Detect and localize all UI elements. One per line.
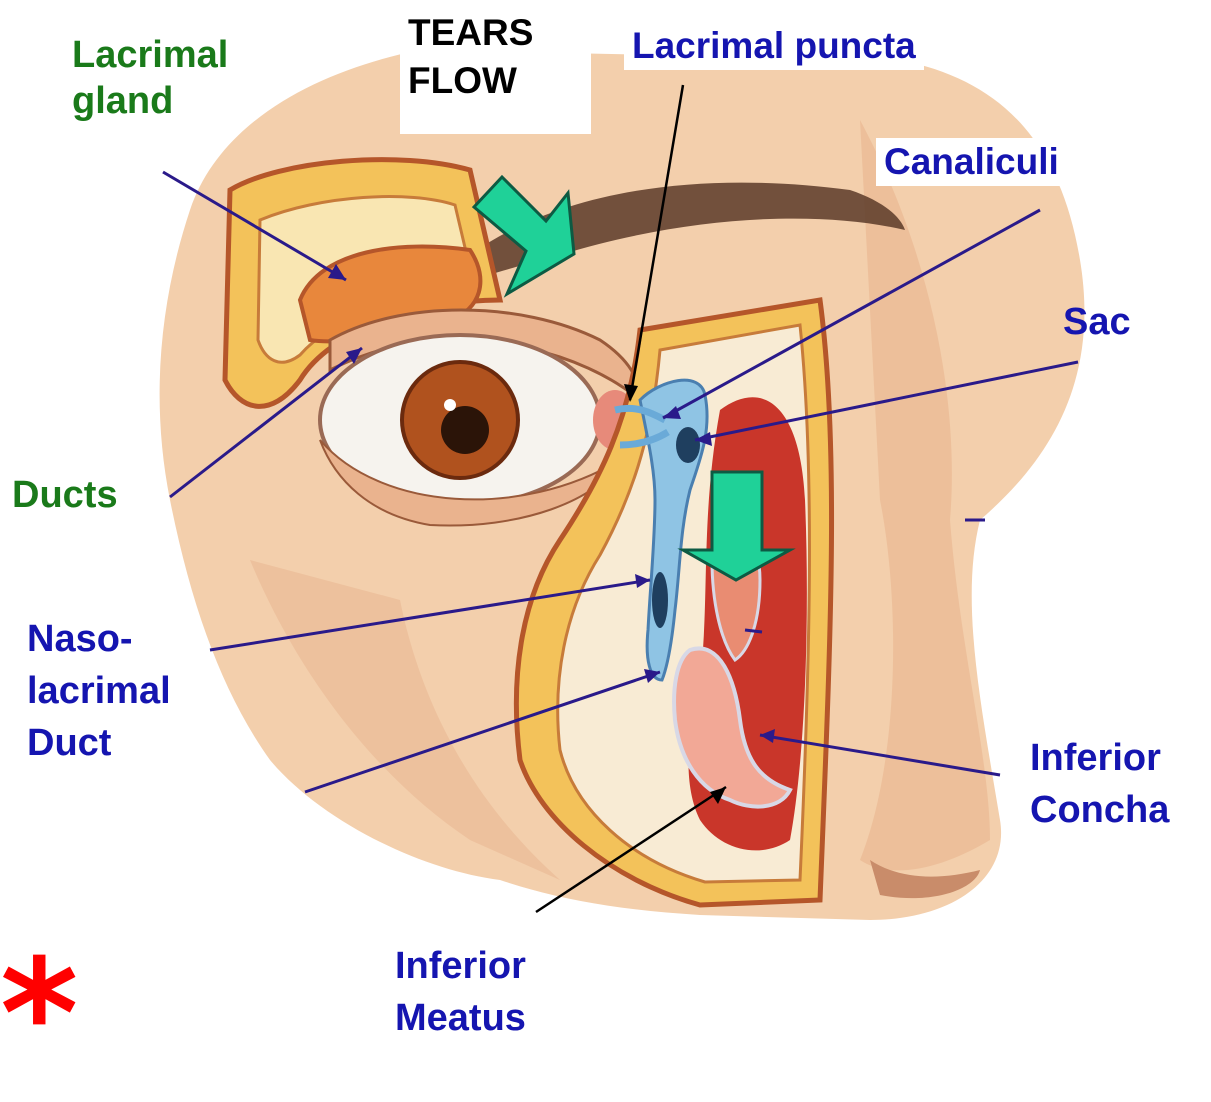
label-ducts: Ducts [12, 473, 118, 517]
label-lacrimal-puncta: Lacrimal puncta [624, 22, 924, 70]
label-sac: Sac [1063, 300, 1131, 344]
iris-highlight [444, 399, 456, 411]
label-lacrimal-gland: Lacrimal gland [72, 33, 228, 123]
label-tears-flow-line2: FLOW [408, 60, 583, 102]
label-tears-flow: TEARS FLOW [400, 0, 591, 134]
asterisk-mark: * [0, 940, 78, 1090]
label-lacrimal-gland-line1: Lacrimal [72, 33, 228, 77]
label-canaliculi: Canaliculi [876, 138, 1067, 186]
label-nasolacrimal-duct: Naso- lacrimal Duct [27, 613, 171, 769]
pupil [441, 406, 489, 454]
label-inferior-concha-line2: Concha [1030, 784, 1169, 836]
label-inferior-concha: Inferior Concha [1030, 732, 1169, 836]
label-inferior-meatus-line2: Meatus [395, 992, 526, 1044]
label-nasolacrimal-line2: lacrimal [27, 665, 171, 717]
label-nasolacrimal-line1: Naso- [27, 613, 171, 665]
label-tears-flow-line1: TEARS [408, 12, 583, 54]
label-inferior-meatus-line1: Inferior [395, 940, 526, 992]
label-inferior-meatus: Inferior Meatus [395, 940, 526, 1044]
sac-lumen [676, 427, 700, 463]
label-nasolacrimal-line3: Duct [27, 717, 171, 769]
label-inferior-concha-line1: Inferior [1030, 732, 1169, 784]
label-lacrimal-gland-line2: gland [72, 79, 228, 123]
mark-nasal-cavity [745, 630, 762, 632]
duct-lumen [652, 572, 668, 628]
